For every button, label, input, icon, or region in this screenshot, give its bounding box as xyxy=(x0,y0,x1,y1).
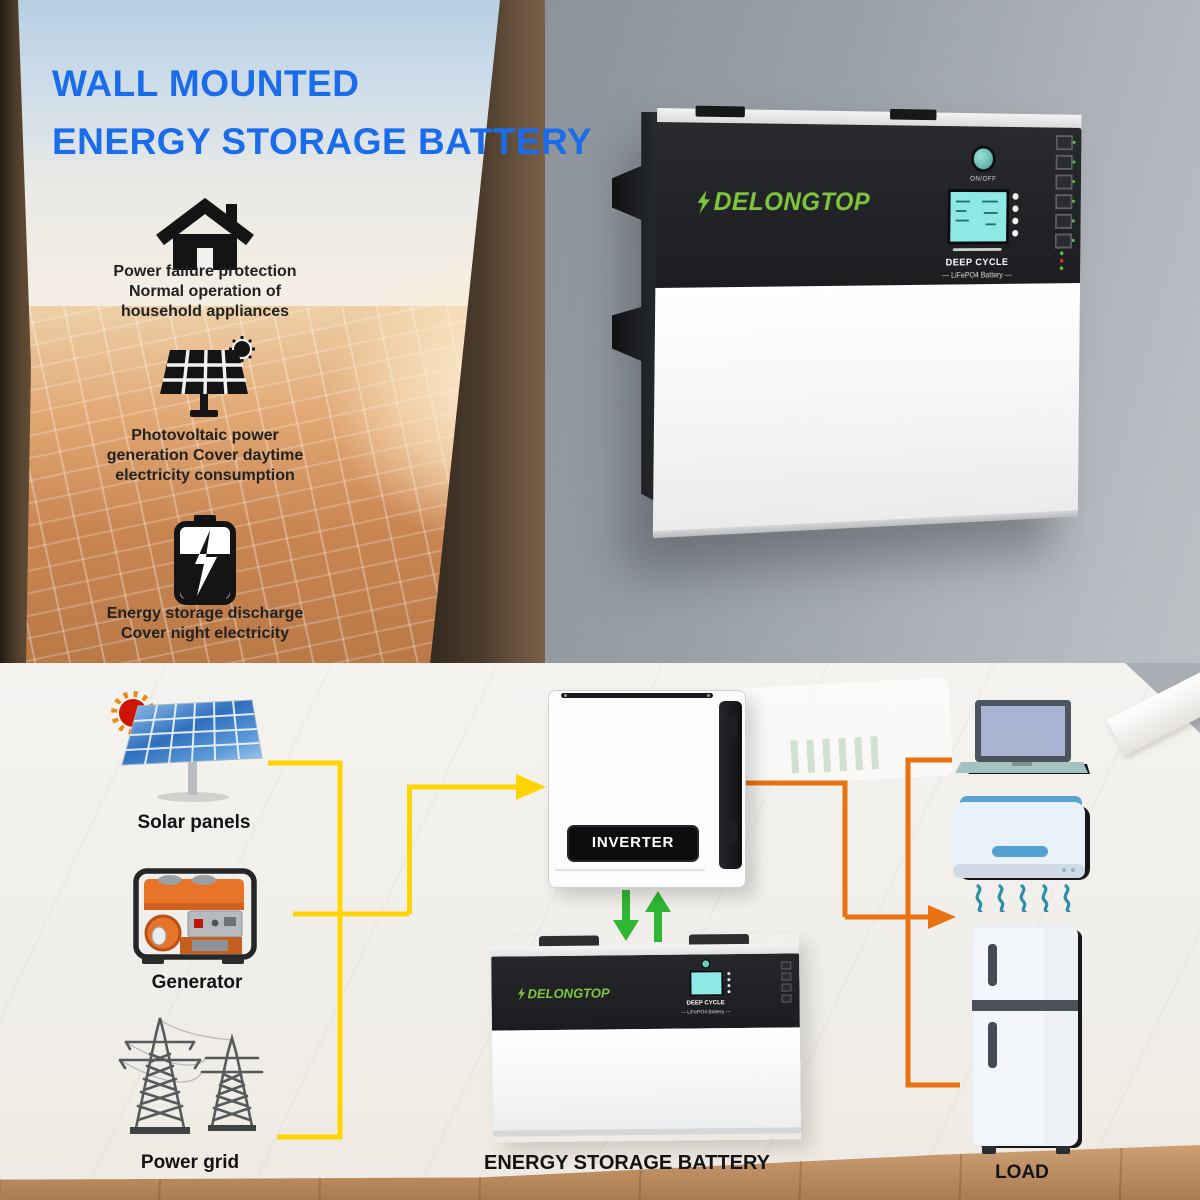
airflow-waves xyxy=(975,884,1071,912)
energy-storage-battery-unit: DELONGTOP DEEP CYCLE — LiFePO4 Battery — xyxy=(491,933,802,1142)
indicator-leds xyxy=(1059,251,1070,274)
brand-logo: DELONGTOP xyxy=(696,186,870,217)
lcd-buttons xyxy=(1012,193,1021,242)
window-scene xyxy=(0,0,545,665)
product-white-panel xyxy=(652,283,1080,533)
solar-panels-icon xyxy=(111,691,263,802)
title-line2: ENERGY STORAGE BATTERY xyxy=(52,121,593,162)
inverter-top-bar xyxy=(561,693,713,698)
generator-label: Generator xyxy=(151,972,243,993)
inverter-side-strip xyxy=(719,701,742,869)
inverter-label: INVERTER xyxy=(567,825,699,862)
feature-text-1: Power failure protection Normal operatio… xyxy=(113,263,297,320)
chemistry-label: — LiFePO4 Battery — xyxy=(942,270,1012,280)
port-column xyxy=(1054,135,1075,253)
lcd-display-small xyxy=(689,970,724,997)
power-grid-label: Power grid xyxy=(140,1152,240,1173)
title-line1: WALL MOUNTED xyxy=(52,63,360,104)
handle-bracket xyxy=(890,108,937,121)
inverter-unit: INVERTER xyxy=(548,690,746,888)
onoff-label: ON/OFF xyxy=(970,175,997,183)
product-black-panel: DELONGTOP ON/OFF DEEP CYCLE — Li xyxy=(655,122,1082,288)
caption-bar xyxy=(952,247,1002,252)
bolt-icon xyxy=(518,987,526,1001)
power-knob xyxy=(971,145,996,173)
load-label: LOAD xyxy=(995,1162,1049,1183)
generator-icon xyxy=(133,868,257,964)
brand-logo-small: DELONGTOP xyxy=(517,985,610,1001)
wall-battery-product: DELONGTOP ON/OFF DEEP CYCLE — Li xyxy=(652,105,1125,539)
power-knob-small xyxy=(701,959,711,969)
air-conditioner-icon xyxy=(953,796,1090,912)
cabinet-silhouette xyxy=(730,677,954,787)
type-label: DEEP CYCLE xyxy=(945,256,1009,269)
feature-text-2: Photovoltaic power generation Cover dayt… xyxy=(106,427,304,484)
port-column-small xyxy=(781,961,792,1005)
battery-label: ENERGY STORAGE BATTERY xyxy=(484,1152,770,1174)
power-grid-icon xyxy=(118,1017,264,1134)
handle-bracket xyxy=(695,105,745,118)
laptop-icon xyxy=(955,700,1090,774)
lcd-display xyxy=(947,189,1010,245)
battery-discharge-icon xyxy=(174,515,236,605)
control-cluster: ON/OFF DEEP CYCLE — LiFePO4 Battery — xyxy=(933,132,1032,285)
refrigerator-icon xyxy=(972,926,1082,1154)
feature-text-3: Energy storage discharge Cover night ele… xyxy=(106,605,304,642)
house-icon xyxy=(156,198,254,270)
solar-panels-label: Solar panels xyxy=(137,812,251,833)
bolt-icon xyxy=(697,189,711,214)
solar-panel-sun-icon xyxy=(160,336,255,417)
poster-title: WALL MOUNTED ENERGY STORAGE BATTERY xyxy=(52,55,592,171)
